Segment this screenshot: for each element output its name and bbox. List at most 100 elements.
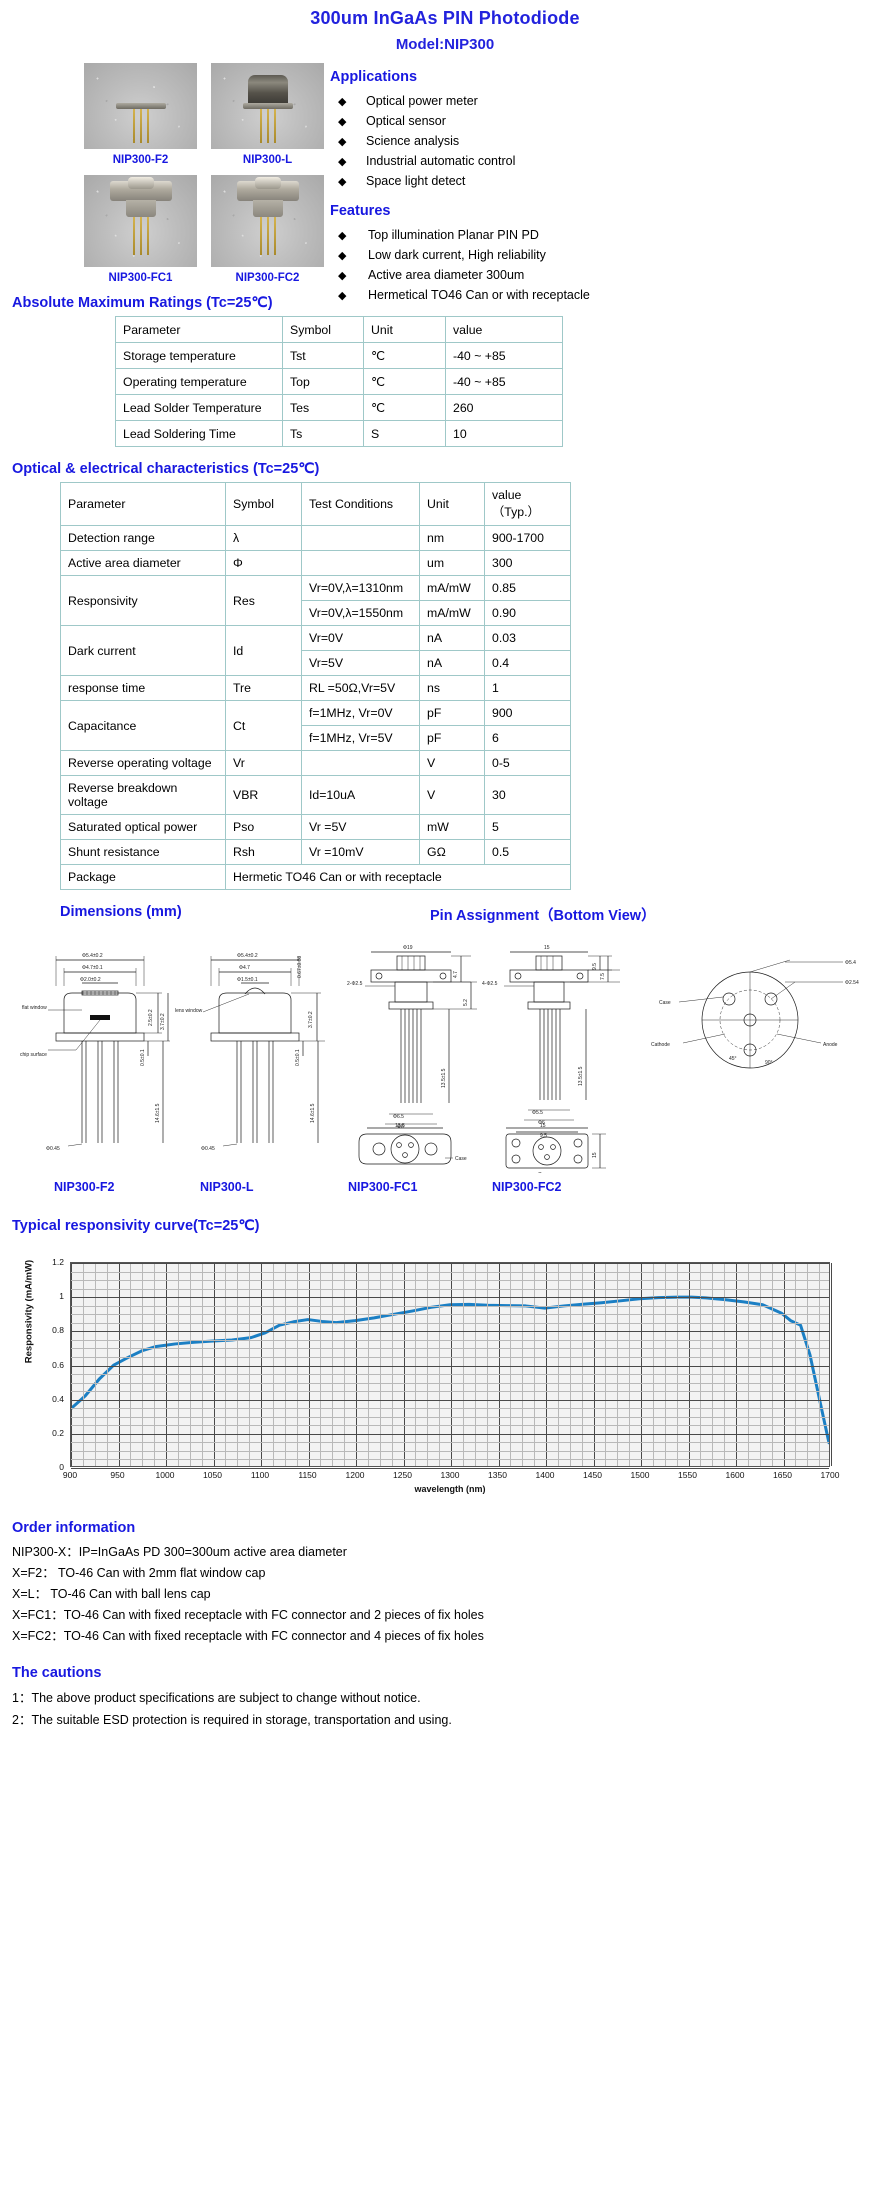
cell-value: 0.03	[484, 625, 571, 651]
table-header-row: Parameter Symbol Unit value	[115, 316, 563, 343]
svg-text:0.5±0.1: 0.5±0.1	[140, 1049, 146, 1066]
product-photo-item: NIP300-FC1	[84, 175, 197, 284]
lead-pins	[259, 217, 276, 255]
cell-value: -40 ~ +85	[445, 342, 563, 369]
chart-gridline-horizontal	[71, 1263, 829, 1264]
drawing-nip300-f2: Φ5.4±0.2 Φ4.7±0.1 Φ2.0±0.2	[20, 938, 180, 1173]
chart-gridline-vertical	[700, 1263, 702, 1466]
svg-text:4-Φ2.5: 4-Φ2.5	[482, 981, 498, 987]
drawing-caption-fc1: NIP300-FC1	[348, 1180, 418, 1194]
svg-text:15: 15	[544, 945, 550, 951]
column-header: Parameter	[115, 316, 283, 343]
svg-text:Φ19: Φ19	[403, 945, 413, 951]
chart-gridline-horizontal	[71, 1442, 829, 1444]
chart-gridline-vertical	[225, 1263, 227, 1466]
chart-gridline-vertical	[795, 1263, 797, 1466]
to-can-flange	[115, 103, 166, 109]
cell-parameter: Active area diameter	[60, 550, 226, 576]
cell-symbol: Id	[225, 625, 302, 676]
chart-x-tick-label: 1200	[345, 1470, 365, 1480]
chart-gridline-vertical	[118, 1263, 120, 1466]
table-row: Detection range λ nm 900-1700	[60, 525, 571, 551]
cell-conditions: Vr =5V	[301, 814, 420, 840]
svg-text:14.6±1.5: 14.6±1.5	[310, 1103, 316, 1123]
chart-gridline-horizontal	[71, 1297, 829, 1299]
chart-gridline-vertical	[320, 1263, 322, 1466]
chart-gridline-vertical	[166, 1263, 167, 1466]
chart-gridline-vertical	[759, 1263, 761, 1466]
cell-unit: nA	[419, 625, 485, 651]
chart-gridline-vertical	[379, 1263, 381, 1466]
svg-text:9.5: 9.5	[540, 1133, 547, 1139]
cell-conditions: Vr=5V	[301, 650, 420, 676]
column-header: value	[445, 316, 563, 343]
svg-text:Φ8: Φ8	[397, 1124, 404, 1130]
cell-parameter: Operating temperature	[115, 368, 283, 395]
photo-caption: NIP300-L	[242, 154, 293, 166]
column-header: Symbol	[225, 482, 302, 526]
cell-unit: mA/mW	[419, 600, 485, 626]
cell-value: 6	[484, 725, 571, 751]
cell-value: -40 ~ +85	[445, 368, 563, 395]
svg-text:Φ5.4: Φ5.4	[845, 960, 856, 966]
table-row: Storage temperature Tst ℃ -40 ~ +85	[115, 342, 563, 369]
table-row: Vr=5V nA 0.4	[61, 650, 571, 676]
cell-value: 5	[484, 814, 571, 840]
chart-gridline-horizontal	[71, 1305, 829, 1307]
application-label: Optical sensor	[366, 114, 446, 128]
chart-x-tick-label: 1600	[725, 1470, 745, 1480]
cell-parameter: Package	[60, 864, 226, 890]
chart-gridline-vertical	[154, 1263, 156, 1466]
svg-text:Φ5.4±0.2: Φ5.4±0.2	[82, 953, 103, 959]
chart-gridline-vertical	[724, 1263, 726, 1466]
table-row: response time Tre RL =50Ω,Vr=5V ns 1	[60, 675, 571, 701]
cell-parameter: response time	[60, 675, 226, 701]
application-label: Space light detect	[366, 174, 466, 188]
chart-x-tick-label: 1400	[535, 1470, 555, 1480]
chart-gridline-horizontal	[71, 1280, 829, 1282]
cell-symbol: Vr	[225, 750, 302, 776]
chart-gridline-vertical	[569, 1263, 571, 1466]
features-heading: Features	[330, 203, 391, 219]
svg-text:Φ4.7: Φ4.7	[239, 965, 250, 971]
responsivity-chart-heading: Typical responsivity curve(Tc=25℃)	[12, 1218, 260, 1234]
chart-y-tick-label: 0	[59, 1462, 64, 1472]
dimensions-heading: Dimensions (mm)	[60, 904, 182, 920]
chart-x-tick-label: 1450	[583, 1470, 602, 1480]
chart-gridline-vertical	[451, 1263, 452, 1466]
chart-x-tick-label: 1300	[440, 1470, 460, 1480]
cell-unit: ns	[419, 675, 485, 701]
product-photo-nip300-l	[211, 63, 324, 149]
caution-line: 2：The suitable ESD protection is require…	[12, 1713, 452, 1727]
cell-value: 0.85	[484, 575, 571, 601]
chart-gridline-vertical	[249, 1263, 251, 1466]
receptacle-flange	[109, 181, 172, 201]
chart-gridline-vertical	[652, 1263, 654, 1466]
list-item: ◆Low dark current, High reliability	[330, 246, 860, 266]
chart-gridline-horizontal	[71, 1433, 829, 1435]
chart-gridline-vertical	[213, 1263, 215, 1466]
chart-gridline-vertical	[617, 1263, 619, 1466]
chart-gridline-vertical	[510, 1263, 512, 1466]
svg-text:90°: 90°	[765, 1060, 773, 1066]
to-can-body	[125, 200, 156, 217]
chart-gridline-horizontal	[71, 1416, 829, 1418]
chart-y-tick-label: 1.2	[52, 1257, 64, 1267]
cell-conditions	[301, 525, 420, 551]
chart-x-tick-label: 1650	[773, 1470, 792, 1480]
svg-text:13.5±1.5: 13.5±1.5	[578, 1066, 584, 1086]
cell-conditions	[301, 750, 420, 776]
cell-unit: mW	[419, 814, 485, 840]
column-header: Test Conditions	[301, 482, 420, 526]
cell-symbol: Tes	[282, 394, 364, 421]
drawing-nip300-l: Φ5.4±0.2 Φ4.7 Φ1.5±0.1 lens window 3.7±0…	[175, 938, 335, 1173]
cell-value: 30	[484, 775, 571, 815]
chart-x-tick-label: 1700	[820, 1470, 840, 1480]
cell-symbol: Tst	[282, 342, 364, 369]
svg-text:15: 15	[592, 1152, 598, 1158]
optical-electrical-table: Parameter Symbol Test Conditions Unit va…	[60, 482, 571, 890]
product-photo-nip300-fc1	[84, 175, 197, 267]
cell-parameter: Reverse operating voltage	[60, 750, 226, 776]
order-line: X=L： TO-46 Can with ball lens cap	[12, 1587, 211, 1601]
